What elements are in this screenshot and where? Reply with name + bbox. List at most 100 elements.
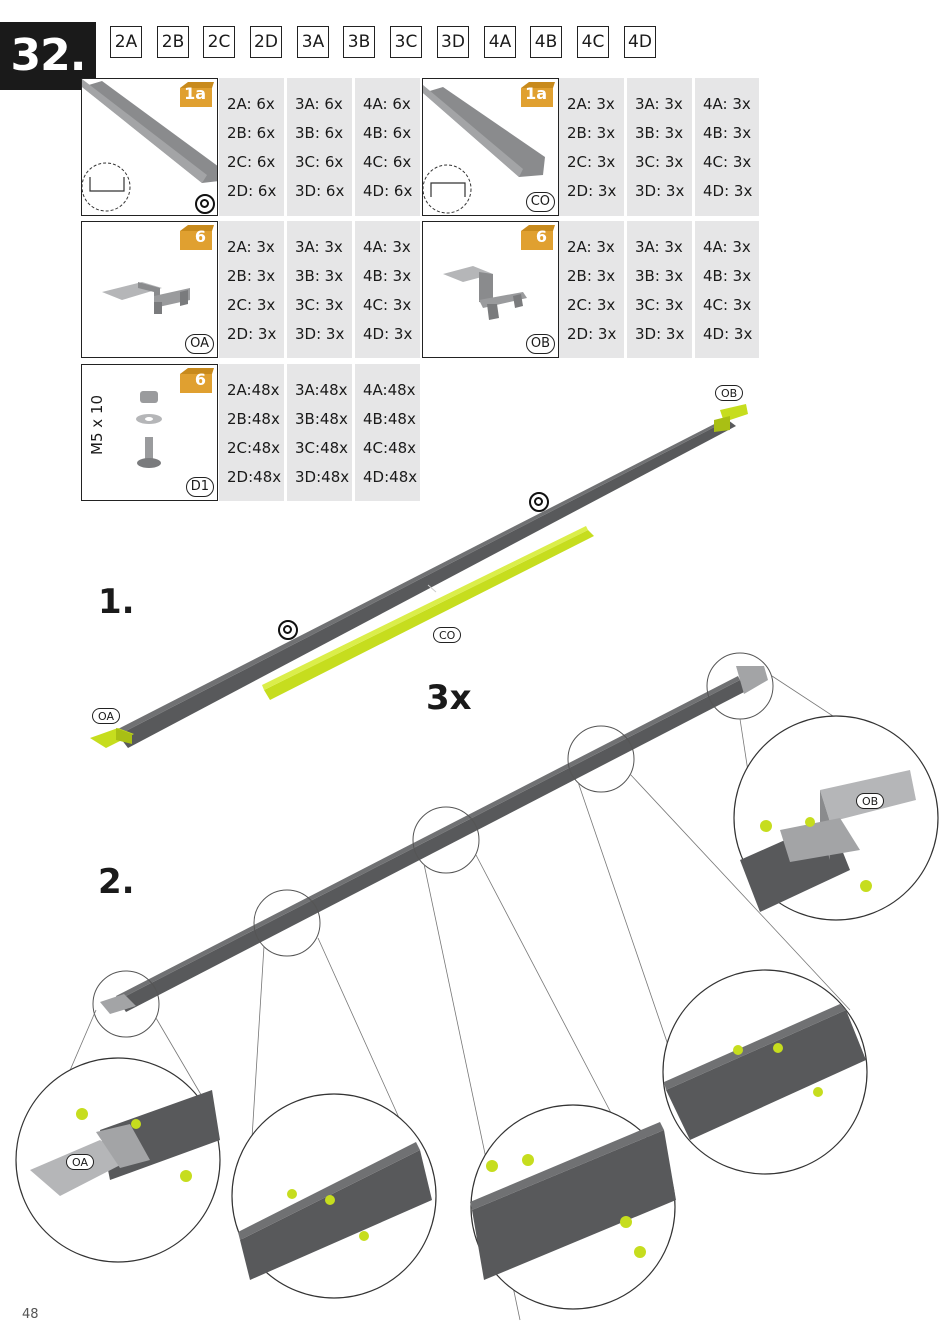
qty-cell: 2C: 3x: [567, 296, 616, 314]
qty-cell: 3D: 6x: [295, 182, 345, 200]
qty-column: 2A: 6x 2B: 6x 2C: 6x 2D: 6x: [219, 78, 284, 216]
qty-cell: 2D: 3x: [567, 325, 617, 343]
box-icon: 1a: [519, 82, 555, 108]
part-o-rail: 1a: [81, 78, 218, 216]
qty-column: 2A:48x 2B:48x 2C:48x 2D:48x: [219, 364, 284, 501]
qty-cell: 4C: 3x: [703, 153, 752, 171]
qty-cell: 2D: 6x: [227, 182, 277, 200]
qty-cell: 4D: 3x: [703, 182, 753, 200]
qty-cell: 2C: 3x: [567, 153, 616, 171]
bolt-illustration: [136, 391, 162, 468]
qty-column: 3A: 6x 3B: 6x 3C: 6x 3D: 6x: [287, 78, 352, 216]
o-rail-marker: [278, 620, 298, 640]
qty-cell: 4D: 3x: [703, 325, 753, 343]
model-box: 3D: [437, 26, 469, 58]
qty-cell: 3D: 3x: [635, 182, 685, 200]
qty-cell: 2A: 3x: [227, 238, 275, 256]
oa-callout: OA: [92, 708, 120, 724]
qty-cell: 3D: 3x: [295, 325, 345, 343]
qty-cell: 2B: 3x: [227, 267, 276, 285]
co-callout: CO: [433, 627, 462, 643]
box-icon: 6: [178, 225, 214, 251]
part-code: CO: [525, 192, 555, 212]
qty-column: 3A: 3x 3B: 3x 3C: 3x 3D: 3x: [627, 221, 692, 358]
qty-cell: 4C:48x: [363, 439, 417, 457]
model-box: 4C: [577, 26, 609, 58]
substep-2-label: 2.: [98, 862, 135, 902]
qty-cell: 4A: 3x: [363, 238, 411, 256]
qty-cell: 3C:48x: [295, 439, 349, 457]
part-ob-bracket: 6 OB: [422, 221, 559, 358]
qty-cell: 2A: 3x: [567, 238, 615, 256]
qty-cell: 4D:48x: [363, 468, 418, 486]
ob-callout: OB: [715, 385, 744, 401]
substep-1-label: 1.: [98, 582, 135, 622]
qty-cell: 2D: 3x: [567, 182, 617, 200]
qty-cell: 3B: 3x: [295, 267, 344, 285]
repeat-count: 3x: [426, 678, 472, 718]
qty-column: 3A: 3x 3B: 3x 3C: 3x 3D: 3x: [287, 221, 352, 358]
model-box: 2A: [110, 26, 142, 58]
qty-cell: 4A: 6x: [363, 95, 411, 113]
qty-cell: 2B:48x: [227, 410, 280, 428]
box-icon: 6: [519, 225, 555, 251]
qty-cell: 2B: 3x: [567, 267, 616, 285]
page-number: 48: [22, 1307, 39, 1322]
qty-column: 4A: 3x 4B: 3x 4C: 3x 4D: 3x: [695, 78, 759, 216]
qty-cell: 4D: 6x: [363, 182, 413, 200]
model-box: 2D: [250, 26, 282, 58]
qty-cell: 4C: 3x: [363, 296, 412, 314]
qty-cell: 2B: 6x: [227, 124, 276, 142]
qty-cell: 4B:48x: [363, 410, 416, 428]
model-box: 3A: [297, 26, 329, 58]
qty-cell: 3C: 3x: [295, 296, 344, 314]
model-box: 3C: [390, 26, 422, 58]
qty-cell: 3B: 3x: [635, 124, 684, 142]
qty-column: 4A: 6x 4B: 6x 4C: 6x 4D: 6x: [355, 78, 420, 216]
ob-bracket-illustration: [443, 266, 527, 320]
qty-column: 2A: 3x 2B: 3x 2C: 3x 2D: 3x: [559, 221, 624, 358]
qty-cell: 2B: 3x: [567, 124, 616, 142]
qty-cell: 4A: 3x: [703, 238, 751, 256]
part-co-rail: 1a CO: [422, 78, 559, 216]
o-rail-marker: [529, 492, 549, 512]
part-code-o-symbol: [195, 194, 215, 214]
qty-cell: 4A: 3x: [703, 95, 751, 113]
qty-cell: 2C: 6x: [227, 153, 276, 171]
part-oa-bracket: 6 OA: [81, 221, 218, 358]
model-box: 4B: [530, 26, 562, 58]
qty-cell: 4B: 3x: [703, 267, 752, 285]
qty-cell: 2A: 3x: [567, 95, 615, 113]
qty-cell: 3B: 6x: [295, 124, 344, 142]
oa-bracket-illustration: [102, 282, 190, 314]
qty-cell: 4C: 6x: [363, 153, 412, 171]
qty-cell: 2D:48x: [227, 468, 282, 486]
qty-cell: 2C: 3x: [227, 296, 276, 314]
model-box: 2B: [157, 26, 189, 58]
qty-cell: 2C:48x: [227, 439, 281, 457]
qty-cell: 3C: 3x: [635, 153, 684, 171]
qty-column: 4A: 3x 4B: 3x 4C: 3x 4D: 3x: [355, 221, 420, 358]
qty-cell: 3C: 6x: [295, 153, 344, 171]
qty-column: 4A: 3x 4B: 3x 4C: 3x 4D: 3x: [695, 221, 759, 358]
model-box: 3B: [343, 26, 375, 58]
qty-cell: 3B: 3x: [635, 267, 684, 285]
o-rail-illustration: [82, 79, 217, 212]
qty-column: 2A: 3x 2B: 3x 2C: 3x 2D: 3x: [559, 78, 624, 216]
ob-detail-callout: OB: [856, 793, 885, 809]
part-d1-bolt: 6 D1: [81, 364, 218, 501]
qty-cell: 4B: 3x: [703, 124, 752, 142]
box-icon: 6: [178, 368, 214, 394]
qty-cell: 4B: 3x: [363, 267, 412, 285]
qty-cell: 3A: 3x: [635, 238, 683, 256]
box-icon: 1a: [178, 82, 214, 108]
qty-column: 4A:48x 4B:48x 4C:48x 4D:48x: [355, 364, 420, 501]
qty-cell: 2A: 6x: [227, 95, 275, 113]
qty-cell: 4B: 6x: [363, 124, 412, 142]
co-rail-illustration: [423, 85, 545, 214]
model-box: 2C: [203, 26, 235, 58]
qty-cell: 4D: 3x: [363, 325, 413, 343]
qty-cell: 3A: 3x: [635, 95, 683, 113]
qty-cell: 3D: 3x: [635, 325, 685, 343]
